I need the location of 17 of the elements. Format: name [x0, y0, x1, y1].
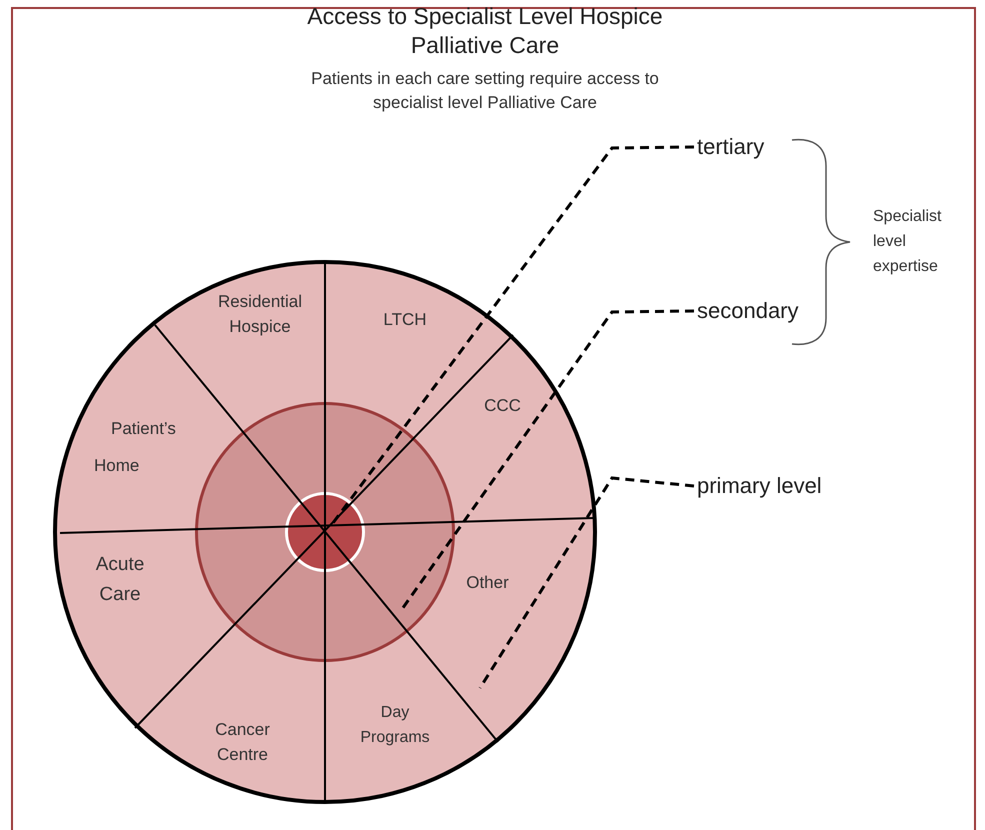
level-label: tertiary	[697, 131, 807, 163]
sector-label: LTCH	[382, 309, 428, 331]
sector-label: Residential Hospice	[216, 291, 304, 338]
level-label: primary level	[697, 470, 867, 502]
sector-label: Acute Care	[94, 553, 146, 607]
sector-label: Patient’s Home	[94, 418, 177, 477]
bracket-note: Specialist level expertise	[873, 207, 942, 277]
sector-label: Other	[465, 572, 510, 594]
middle-ring	[195, 402, 455, 662]
level-label: secondary	[697, 295, 837, 327]
subtitle: Patients in each care setting require access to specialist level Palliative Care	[310, 68, 660, 114]
leader-line	[478, 476, 694, 689]
inner-circle	[285, 492, 365, 572]
title: Access to Specialist Level Hospice Palliative Care	[306, 2, 664, 60]
sector-label: Day Programs	[359, 703, 431, 748]
sector-label: CCC	[483, 395, 522, 417]
sector-label: Cancer Centre	[214, 719, 271, 766]
